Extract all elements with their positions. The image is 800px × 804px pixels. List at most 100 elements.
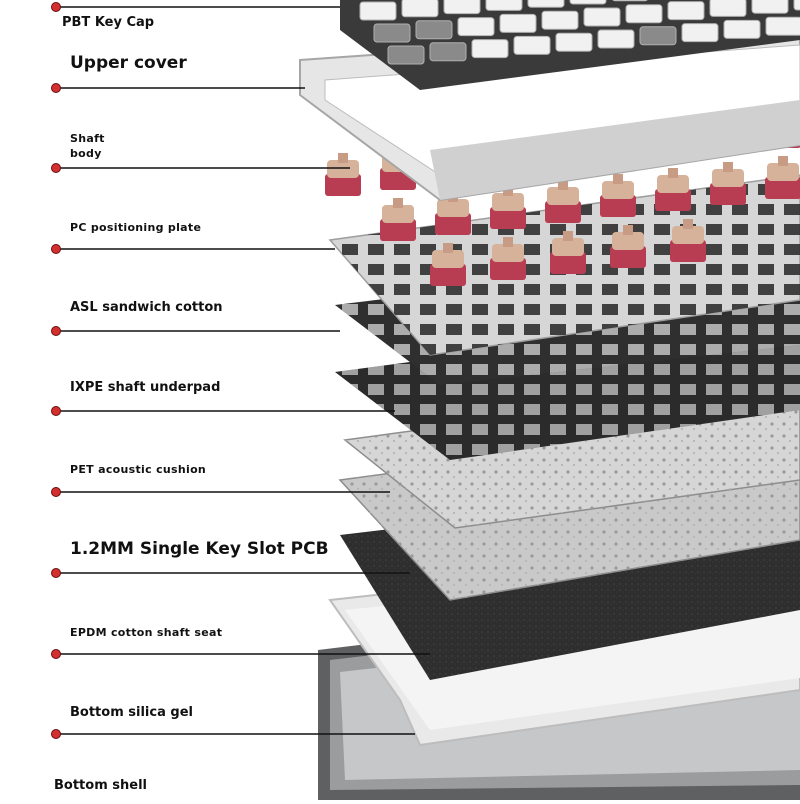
label-ixpe-shaft-underpad: IXPE shaft underpad xyxy=(70,380,221,395)
switch xyxy=(545,180,581,223)
keycap xyxy=(415,20,453,40)
keycap xyxy=(527,0,565,8)
pbt-key-cap-layer xyxy=(340,0,800,90)
pointer-dot xyxy=(51,326,61,336)
switch-stem xyxy=(613,174,623,184)
switch-base xyxy=(490,258,526,280)
keycap xyxy=(569,0,607,5)
keycap xyxy=(723,19,761,39)
pointer-dot xyxy=(51,163,61,173)
switch xyxy=(490,237,526,280)
switch-base xyxy=(380,219,416,241)
switch-stem xyxy=(338,153,348,163)
switch xyxy=(765,156,800,199)
label-upper-cover: Upper cover xyxy=(70,53,187,73)
switch-housing xyxy=(552,238,584,256)
pointer-dot xyxy=(51,83,61,93)
switch xyxy=(550,231,586,274)
pointer-dot xyxy=(51,487,61,497)
switch-stem xyxy=(503,186,513,196)
switch xyxy=(325,153,361,196)
keycap xyxy=(541,10,579,30)
pointer-dot xyxy=(51,244,61,254)
switch-housing xyxy=(432,250,464,268)
keycap xyxy=(499,13,537,33)
keycap xyxy=(681,23,719,43)
keycap xyxy=(751,0,789,14)
switch xyxy=(655,168,691,211)
switch-stem xyxy=(563,231,573,241)
switch-base xyxy=(325,174,361,196)
keycap xyxy=(387,45,425,65)
switch-housing xyxy=(492,193,524,211)
keycap xyxy=(359,1,397,21)
keycap xyxy=(429,42,467,62)
switch-base xyxy=(600,195,636,217)
switch-housing xyxy=(612,232,644,250)
label-shaft-body: Shaft body xyxy=(70,132,105,160)
switch-base xyxy=(710,183,746,205)
switch-housing xyxy=(492,244,524,262)
keycap xyxy=(485,0,523,11)
pointer-dot xyxy=(51,406,61,416)
switch-housing xyxy=(767,163,799,181)
switch-housing xyxy=(327,160,359,178)
switch xyxy=(600,174,636,217)
switch xyxy=(490,186,526,229)
switch-base xyxy=(670,240,706,262)
switch-stem xyxy=(683,219,693,229)
switch-housing xyxy=(672,226,704,244)
keycap xyxy=(443,0,481,15)
pointer-dot xyxy=(51,729,61,739)
switch-stem xyxy=(503,237,513,247)
label-asl-sandwich-cotton: ASL sandwich cotton xyxy=(70,300,223,315)
switch-stem xyxy=(623,225,633,235)
switch-stem xyxy=(443,243,453,253)
keycap xyxy=(709,0,747,17)
switch-stem xyxy=(558,180,568,190)
switch xyxy=(610,225,646,268)
switch-housing xyxy=(657,175,689,193)
keycap xyxy=(667,1,705,21)
keycap xyxy=(597,29,635,49)
switch-stem xyxy=(723,162,733,172)
keycap xyxy=(555,32,593,52)
keycap xyxy=(583,7,621,27)
label-pc-positioning-plate: PC positioning plate xyxy=(70,221,202,234)
keycap xyxy=(612,0,648,2)
keycap xyxy=(639,26,677,46)
keycap xyxy=(793,0,800,11)
switch xyxy=(380,198,416,241)
switch-housing xyxy=(547,187,579,205)
label-pbt-key-cap: PBT Key Cap xyxy=(62,15,155,30)
switch-base xyxy=(610,246,646,268)
switch xyxy=(710,162,746,205)
pointer-dot xyxy=(51,2,61,12)
label-bottom-silica-gel: Bottom silica gel xyxy=(70,705,193,720)
switch-stem xyxy=(393,198,403,208)
keycap xyxy=(373,23,411,43)
label-single-key-slot-pcb: 1.2MM Single Key Slot PCB xyxy=(70,539,329,559)
switch-housing xyxy=(382,205,414,223)
switch-housing xyxy=(437,199,469,217)
switch-stem xyxy=(778,156,788,166)
switch-base xyxy=(545,201,581,223)
switch-base xyxy=(655,189,691,211)
switch-housing xyxy=(602,181,634,199)
keycap xyxy=(457,17,495,37)
pointer-dot xyxy=(51,649,61,659)
switch xyxy=(670,219,706,262)
pointer-dot xyxy=(51,568,61,578)
switch-base xyxy=(550,252,586,274)
leader-lines xyxy=(51,2,430,739)
keycap xyxy=(471,39,509,59)
keycap xyxy=(513,35,551,55)
switch-base xyxy=(435,213,471,235)
keycap xyxy=(625,4,663,24)
switch-stem xyxy=(668,168,678,178)
switch-base xyxy=(430,264,466,286)
label-bottom-shell: Bottom shell xyxy=(54,778,147,793)
label-epdm-cotton-shaft-seat: EPDM cotton shaft seat xyxy=(70,626,223,639)
